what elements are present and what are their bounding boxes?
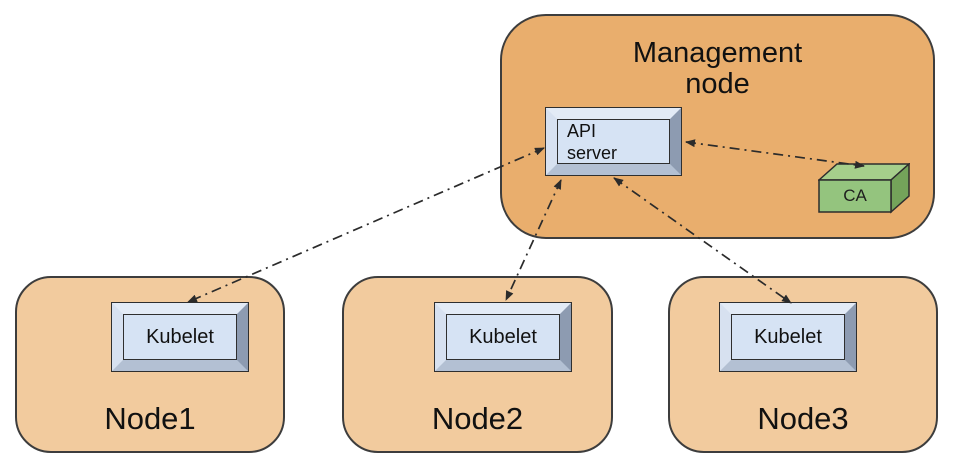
kubelet-1-face: Kubelet: [123, 314, 237, 360]
ca-box: CA: [818, 163, 910, 214]
ca-cuboid-graphic: [818, 163, 910, 214]
node-3-label: Node3: [757, 401, 849, 436]
api-server-bevel-frame: [546, 108, 681, 175]
kubelet-1-bevel-frame: [112, 303, 248, 371]
kubelet-box-1: Kubelet: [111, 302, 249, 372]
kubelet-box-2: Kubelet: [434, 302, 572, 372]
kubelet-3-label: Kubelet: [754, 325, 822, 348]
kubelet-2-bevel-frame: [435, 303, 571, 371]
management-node-title: Management node: [632, 37, 803, 100]
kubelet-2-face: Kubelet: [446, 314, 560, 360]
kubelet-box-3: Kubelet: [719, 302, 857, 372]
node-1-label: Node1: [104, 401, 196, 436]
kubelet-2-label: Kubelet: [469, 325, 537, 348]
kubelet-3-face: Kubelet: [731, 314, 845, 360]
kubelet-3-bevel-frame: [720, 303, 856, 371]
ca-front-face: [818, 179, 892, 213]
api-server-box: API server: [545, 107, 682, 176]
ca-label: CA: [843, 186, 867, 205]
api-server-label: API server: [567, 120, 618, 163]
api-server-face: API server: [557, 119, 670, 164]
kubelet-1-label: Kubelet: [146, 325, 214, 348]
node-2-label: Node2: [431, 401, 524, 436]
